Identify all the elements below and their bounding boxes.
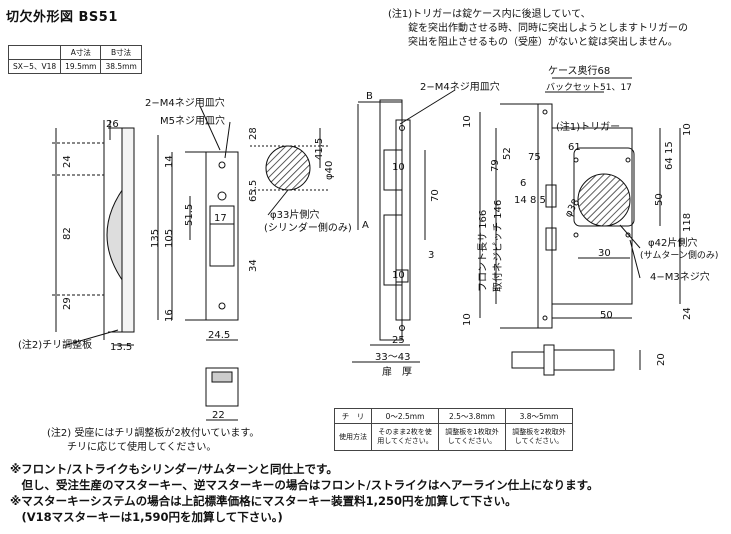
dim-text: 65.5 [248,180,259,202]
dim-text: 61 [568,142,581,153]
dim-text: 52 [502,147,513,160]
dim-text: φ40 [324,161,335,180]
table-header: チ リ [334,408,372,424]
dim-text: 3 [428,250,434,261]
hole42-label: φ42片側穴 [648,236,697,249]
table-header: 0〜2.5mm [371,408,439,424]
dim-text: 79 [490,159,501,172]
dim-text: 75 [528,152,541,163]
strike-plate-bottom [205,367,239,421]
dim-text: 70 [430,189,441,202]
table-cell: そのまま2枚を使用してください。 [371,423,439,451]
dim-text: 34 [248,259,259,272]
dim-text: 16 [164,309,175,322]
dim-text: 13.5 [110,342,132,353]
trigger-label: (注1)トリガー [556,120,620,133]
dim-text: 25 [392,335,405,346]
pitch-label: 取付ネジピッチ 146 [491,200,504,292]
strike-front [157,135,239,341]
dim-text: 50 [600,310,613,321]
chiri-plate-label: (注2)チリ調整板 [18,338,92,351]
page-title: 切欠外形図 BS51 [6,10,118,25]
dim-text: 15 [664,141,675,154]
dimension-table: A寸法 B寸法 SX−5、V18 19.5mm 38.5mm [7,45,142,74]
table-cell: 調整板を1枚取外してください。 [438,423,506,451]
dim-text: 29 [62,297,73,310]
footer-notes: ※フロント/ストライクもシリンダー/サムターンと同仕上です。 但し、受注生産のマ… [10,462,599,524]
m4-screw-label-right: 2−M4ネジ用皿穴 [420,80,500,93]
dim-text: 10 [392,162,405,173]
dim-text: 30 [598,248,611,259]
thumb-side-label: (サムターン側のみ) [640,249,718,261]
m3-screw-label: 4−M3ネジ穴 [650,270,710,283]
dim-text: 64 [664,157,675,170]
dim-text: 28 [248,127,259,140]
table-cell: 19.5mm [60,59,102,74]
dim-text: 10 [462,313,473,326]
dim-text: 17 [214,213,227,224]
dim-text: 6 [520,178,526,189]
dim-text: 10 [682,123,693,136]
dim-A: A [362,220,369,231]
table-cell: 使用方法 [334,423,372,451]
trigger-note: (注1)トリガーは錠ケース内に後退していて、 錠を突出作動させる時、同時に突出し… [388,9,688,48]
dim-text: 105 [164,229,175,248]
dim-text: 10 [392,270,405,281]
dim-text: 51.5 [184,204,195,226]
dim-text: 14 [514,195,527,206]
dim-text: 26 [106,119,119,130]
m4-screw-label-left: 2−M4ネジ用皿穴 [145,96,225,109]
dim-text: 8.5 [530,195,546,206]
m5-screw-label: M5ネジ用皿穴 [160,114,225,127]
latch-bolt [511,344,641,376]
dim-text: 50 [654,193,665,206]
dim-text: 14 [164,155,175,168]
table-cell: 38.5mm [100,59,142,74]
chiri-table: チ リ 0〜2.5mm 2.5〜3.8mm 3.8〜5mm 使用方法 そのまま2… [334,408,573,451]
dim-text: 24 [682,307,693,320]
cyl-side-label: (シリンダー側のみ) [264,221,352,234]
dim-text: 22 [212,410,225,421]
dim-text: 20 [656,353,667,366]
table-header: 3.8〜5mm [505,408,573,424]
table-cell: SX−5、V18 [7,59,62,74]
dim-B: B [366,91,373,102]
dim-text: 41.5 [314,138,325,160]
dim-text: 24.5 [208,330,230,341]
dim-text: 118 [682,213,693,232]
cutout-side-view [52,120,135,346]
dim-text: 24 [62,155,73,168]
lock-case [479,77,681,329]
backset-label: バックセット51、17 [546,82,632,93]
cyl-hole-label: φ33片側穴 [270,208,319,221]
dim-text: 82 [62,227,73,240]
case-depth-label: ケース奥行68 [548,64,610,77]
dim-text: 135 [150,229,161,248]
drawing: 2−M4ネジ用皿穴 M5ネジ用皿穴 φ33片側穴 (シリンダー側のみ) 2−M4… [18,64,718,421]
door-thickness-label: 扉 厚 [382,365,412,378]
front-length-label: フロント長サ 166 [477,210,489,292]
dim-text: 10 [462,115,473,128]
receiver-note: (注2) 受座にはチリ調整板が2枚付いています。 チリに応じて使用してください。 [47,428,260,453]
front-section [352,99,426,363]
table-cell: 調整板を2枚取外してください。 [505,423,573,451]
dim-text: 33〜43 [375,352,410,363]
table-header: 2.5〜3.8mm [438,408,506,424]
